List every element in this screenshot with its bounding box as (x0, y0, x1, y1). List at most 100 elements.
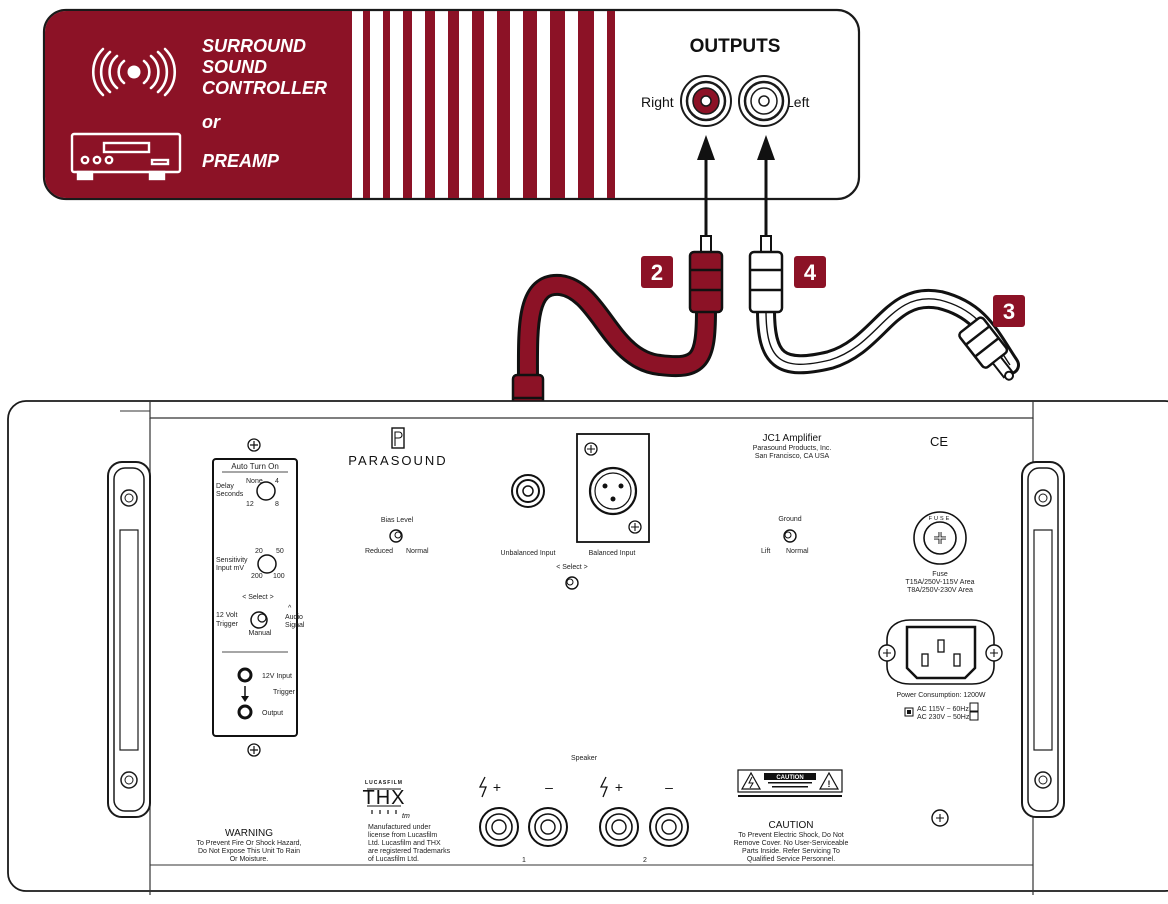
step-3-badge (993, 295, 1025, 327)
input-select-label: < Select > (556, 564, 588, 571)
speaker-ch2-minus-terminal[interactable] (649, 807, 689, 847)
caution-line-3: Parts Inside. Refer Servicing To (742, 848, 840, 855)
trigger-label: Trigger (273, 689, 296, 696)
channel-2-label: 2 (643, 857, 647, 864)
model-name: JC1 Amplifier (763, 433, 823, 444)
thx-line-3: Ltd. Lucasfilm and THX (368, 840, 441, 847)
ground-lift-switch[interactable] (783, 529, 797, 543)
ground-label: Ground (778, 516, 801, 523)
delay-knob[interactable] (256, 481, 276, 501)
lightning-icon (478, 776, 487, 798)
ac230-label: AC 230V ~ 50Hz (917, 714, 970, 721)
balanced-input-label: Balanced Input (589, 550, 636, 557)
trigger-output-jack[interactable] (237, 704, 253, 720)
surround-waves-icon (92, 47, 176, 97)
output-left-label: Left (786, 94, 809, 110)
warning-line-1: To Prevent Fire Or Shock Hazard, (196, 840, 301, 847)
arrows (697, 135, 775, 238)
thx-line-4: are registered Trademarks (368, 848, 451, 855)
mode-toggle-switch[interactable] (250, 611, 268, 629)
bias-level-label: Bias Level (381, 517, 414, 524)
source-line-5: PREAMP (202, 151, 280, 171)
step-2-number: 2 (651, 260, 663, 285)
sensitivity-knob[interactable] (257, 554, 277, 574)
delay-tick-12: 12 (246, 501, 254, 508)
unbalanced-input-label: Unbalanced Input (501, 550, 556, 557)
ce-mark: CE (930, 434, 948, 449)
brand-name: PARASOUND (348, 453, 447, 468)
ch1-minus-sign: – (545, 779, 553, 795)
delay-tick-8: 8 (275, 501, 279, 508)
vent-stripes (363, 11, 615, 198)
voltage-checkbox-b (969, 711, 979, 721)
bias-reduced-label: Reduced (365, 548, 393, 555)
thx-lucasfilm: LUCASFILM (365, 780, 403, 786)
svg-text:!: ! (828, 779, 831, 789)
fuse-label: Fuse (932, 571, 948, 578)
step-4-number: 4 (804, 260, 817, 285)
sens-tick-200: 200 (251, 573, 263, 580)
manual-label: Manual (249, 630, 272, 637)
right-handle[interactable] (1021, 461, 1065, 818)
warning-triangle-icon (740, 771, 762, 790)
trigger-12v-input-jack[interactable] (237, 667, 253, 683)
maker-name: Parasound Products, Inc. (753, 445, 832, 452)
thx-wordmark: THX (363, 787, 406, 809)
audio-caret: ^ (288, 605, 292, 612)
trigger-mode-label-2: Trigger (216, 621, 239, 628)
channel-1-label: 1 (522, 857, 526, 864)
fuse-holder[interactable] (913, 511, 967, 565)
step-2-badge (641, 256, 673, 288)
sens-tick-100: 100 (273, 573, 285, 580)
iec-power-inlet[interactable] (878, 619, 1003, 685)
caution-label-badge: ! CAUTION (737, 769, 843, 797)
speaker-ch1-plus-terminal[interactable] (479, 807, 519, 847)
ac115-label: AC 115V ~ 60Hz (917, 706, 969, 713)
bias-normal-label: Normal (406, 548, 429, 555)
speaker-ch2-plus-terminal[interactable] (599, 807, 639, 847)
amp-chassis (7, 400, 1168, 892)
thx-line-5: of Lucasfilm Ltd. (368, 856, 419, 863)
caution-line-1: To Prevent Electric Shock, Do Not (738, 832, 843, 839)
auto-turn-on-module: Auto Turn On Delay Seconds None 4 12 8 S… (212, 438, 305, 757)
ground-lift-label: Lift (761, 548, 770, 555)
input-select-switch[interactable] (565, 576, 579, 590)
speaker-label: Speaker (571, 755, 598, 762)
trigger-output-label: Output (262, 710, 283, 717)
warning-title: WARNING (225, 828, 273, 839)
down-arrow-icon (241, 696, 249, 702)
svg-text:tm: tm (402, 813, 410, 820)
audio-signal-label: Audio (285, 614, 303, 621)
parasound-logo: PARASOUND (348, 427, 447, 468)
left-handle[interactable] (107, 461, 151, 818)
outputs-title: OUTPUTS (690, 36, 781, 57)
12v-input-label: 12V Input (262, 673, 292, 680)
balanced-xlr-input[interactable] (576, 433, 650, 543)
power-consumption: Power Consumption: 1200W (896, 692, 985, 699)
white-rca-cable (748, 235, 1020, 381)
auto-turn-on-label: Auto Turn On (231, 462, 279, 471)
warning-line-2: Do Not Expose This Unit To Rain (198, 848, 300, 855)
fuse-rating-115: T15A/250V-115V Area (905, 579, 974, 586)
amplifier-rear-panel: Auto Turn On Delay Seconds None 4 12 8 S… (7, 400, 1168, 895)
unbalanced-input-jack[interactable] (511, 474, 545, 508)
source-line-2: SOUND (202, 57, 267, 77)
ch2-minus-sign: – (665, 779, 673, 795)
ch1-plus-sign: + (493, 779, 501, 795)
speaker-ch1-minus-terminal[interactable] (528, 807, 568, 847)
step-3-number: 3 (1003, 299, 1015, 324)
warning-line-3: Or Moisture. (230, 856, 269, 863)
warning-triangle-icon (818, 771, 840, 790)
source-component: SURROUND SOUND CONTROLLER or PREAMP OUTP… (42, 8, 861, 201)
sensitivity-label: Sensitivity (216, 557, 248, 564)
caution-title: CAUTION (769, 820, 814, 831)
lightning-icon (599, 776, 608, 798)
right-output-jack[interactable] (680, 75, 732, 127)
voltage-checkbox-a (969, 702, 979, 712)
bias-level-switch[interactable] (389, 529, 403, 543)
sens-tick-50: 50 (276, 548, 284, 555)
left-output-jack[interactable] (738, 75, 790, 127)
source-line-1: SURROUND (202, 36, 306, 56)
